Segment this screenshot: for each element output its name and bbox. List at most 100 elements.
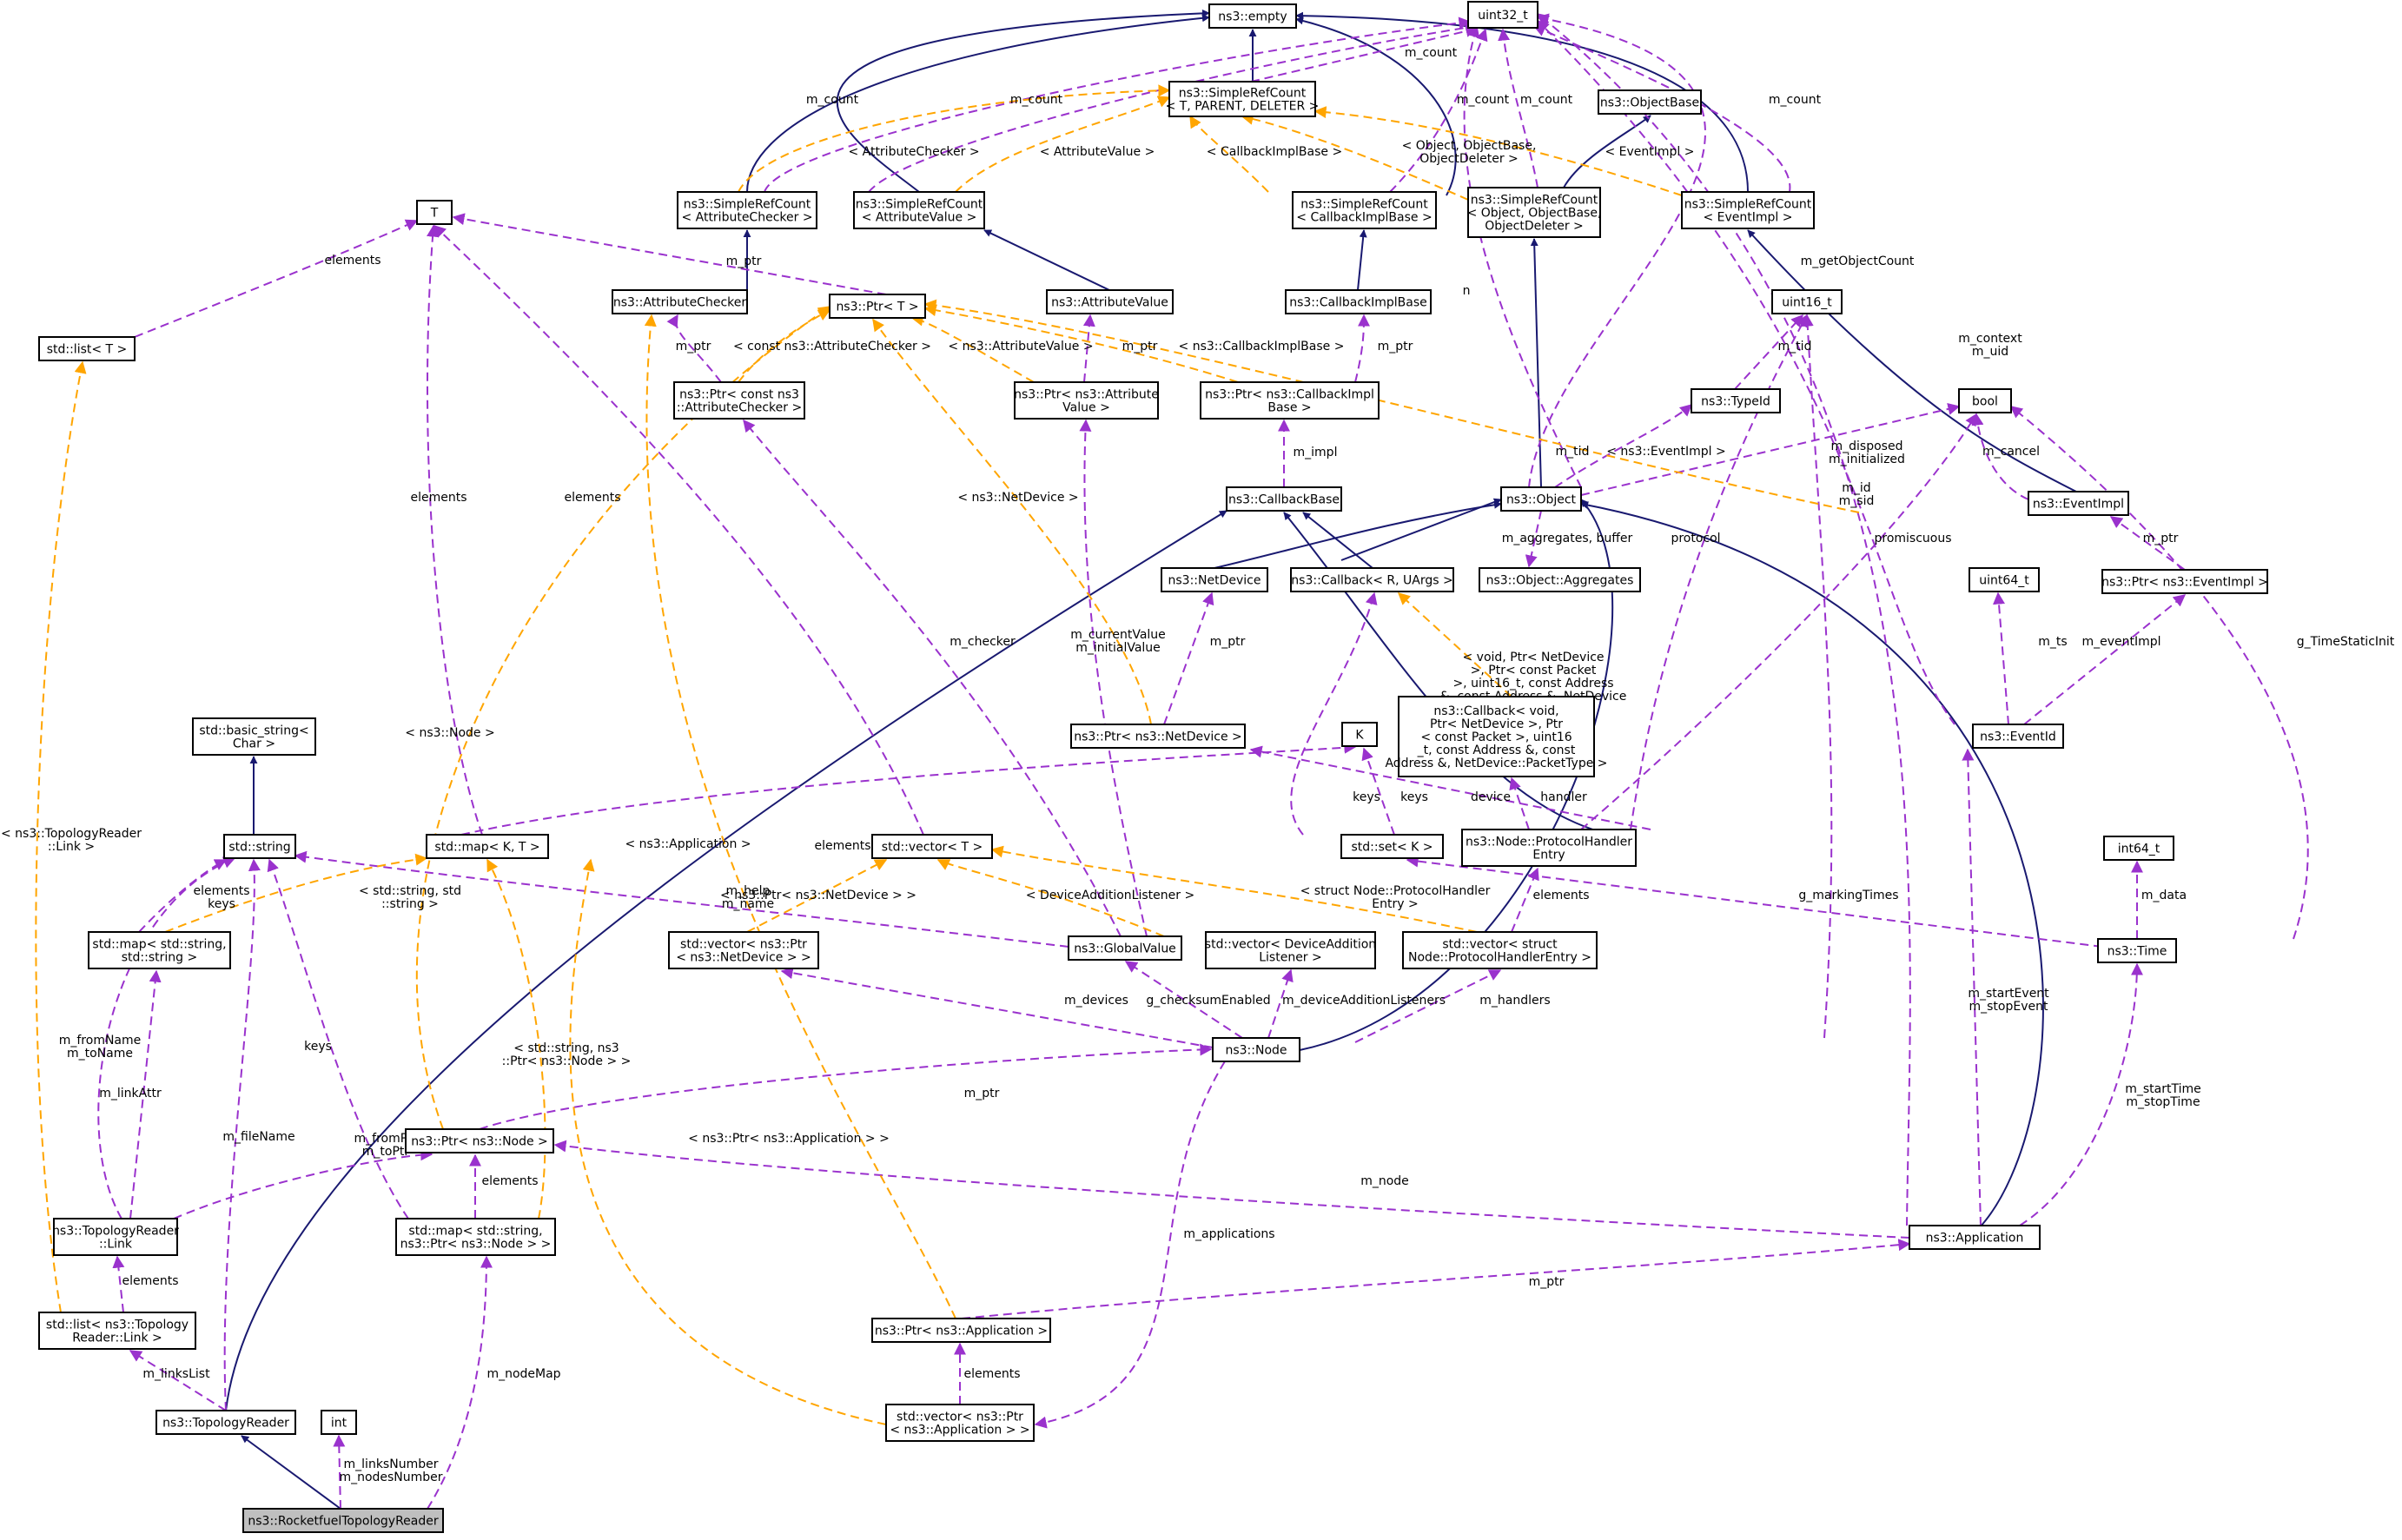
class-node-callback-ru[interactable]: ns3::Callback< R, UArgs > — [1290, 567, 1454, 592]
edge-label: m_ts — [2038, 635, 2067, 649]
class-node-map-snode[interactable]: std::map< std::string, ns3::Ptr< ns3::No… — [395, 1218, 556, 1256]
class-node-K[interactable]: K — [1341, 722, 1378, 747]
class-node-int64[interactable]: int64_t — [2103, 836, 2174, 861]
class-node-ptr-av[interactable]: ns3::Ptr< ns3::AttributeValue > — [1014, 381, 1159, 420]
class-node-globalvalue[interactable]: ns3::GlobalValue — [1068, 935, 1182, 961]
class-node-eventimpl[interactable]: ns3::EventImpl — [2028, 491, 2129, 516]
class-node-ptr-app[interactable]: ns3::Ptr< ns3::Application > — [871, 1318, 1051, 1343]
class-node-attrvalue[interactable]: ns3::AttributeValue — [1046, 289, 1174, 314]
usage-edge — [1361, 747, 1395, 836]
class-node-vec-ptr-nd[interactable]: std::vector< ns3::Ptr< ns3::NetDevice > … — [668, 931, 819, 969]
inheritance-edge — [241, 1435, 341, 1510]
class-node-label: T — [430, 207, 439, 221]
edge-label: g_TimeStaticInit — [2297, 635, 2395, 649]
class-node-list-link[interactable]: std::list< ns3::TopologyReader::Link > — [38, 1312, 196, 1350]
class-node-tr-link[interactable]: ns3::TopologyReader::Link — [52, 1218, 179, 1256]
usage-edge — [129, 1350, 227, 1411]
class-node-callbackbase[interactable]: ns3::CallbackBase — [1226, 486, 1342, 512]
inheritance-edge — [1295, 17, 1457, 196]
class-node-typeid[interactable]: ns3::TypeId — [1691, 388, 1781, 413]
class-node-object[interactable]: ns3::Object — [1500, 486, 1582, 512]
class-node-map-KT[interactable]: std::map< K, T > — [426, 834, 549, 859]
class-node-application[interactable]: ns3::Application — [1909, 1225, 2041, 1250]
class-node-callback-void[interactable]: ns3::Callback< void, Ptr< NetDevice >, P… — [1385, 696, 1608, 777]
edge-label-text: m_sid — [1839, 494, 1875, 508]
inheritance-edge — [1299, 499, 1614, 1051]
class-node-list-T[interactable]: std::list< T > — [38, 336, 136, 361]
class-node-stdstring[interactable]: std::string — [223, 834, 296, 859]
class-node-ptr-ac[interactable]: ns3::Ptr< const ns3::AttributeChecker > — [673, 381, 805, 420]
class-node-src-av[interactable]: ns3::SimpleRefCount< AttributeValue > — [853, 191, 985, 229]
class-node-label: ns3::Ptr< ns3::NetDevice > — [1074, 730, 1242, 744]
template-edge — [872, 318, 1152, 725]
class-node-ptr-nd[interactable]: ns3::Ptr< ns3::NetDevice > — [1070, 724, 1246, 749]
template-edge — [644, 314, 956, 1319]
edge-label: n — [1463, 284, 1471, 298]
usage-edge — [1163, 592, 1214, 725]
usage-edge — [134, 219, 419, 338]
class-node-vector-T[interactable]: std::vector< T > — [871, 834, 993, 859]
edge-label: < const ns3::AttributeChecker > — [733, 340, 931, 354]
class-node-eventid[interactable]: ns3::EventId — [1972, 724, 2064, 749]
usage-edge — [1525, 510, 1542, 568]
edge-label: < ns3::CallbackImplBase > — [1179, 340, 1345, 354]
edge-label-text: m_disposed — [1831, 440, 1903, 453]
class-node-vec-ptr-app[interactable]: std::vector< ns3::Ptr< ns3::Application … — [885, 1404, 1035, 1442]
edge-label: m_applications — [1183, 1227, 1274, 1241]
class-node-ptr-ev[interactable]: ns3::Ptr< ns3::EventImpl > — [2101, 569, 2268, 594]
class-node-label: ns3::SimpleRefCount — [1471, 194, 1598, 208]
class-node-aggregates[interactable]: ns3::Object::Aggregates — [1479, 567, 1641, 592]
edge-label: m_ptr — [2143, 532, 2179, 545]
class-node-node[interactable]: ns3::Node — [1212, 1037, 1300, 1062]
class-node-label: ns3::CallbackBase — [1228, 493, 1340, 507]
edge-label-text: m_count — [1457, 93, 1510, 107]
class-node-label: ns3::Ptr< T > — [836, 301, 918, 314]
class-node-src-obj[interactable]: ns3::SimpleRefCount< Object, ObjectBase,… — [1467, 187, 1602, 238]
edge-label-text: < ns3::Node > — [405, 726, 494, 740]
class-node-T[interactable]: T — [416, 200, 453, 225]
class-node-map-ss[interactable]: std::map< std::string, std::string > — [88, 931, 231, 969]
class-node-label: ns3::TopologyReader — [52, 1225, 179, 1239]
class-node-label: ns3::Ptr< ns3::CallbackImpl — [1205, 388, 1374, 402]
class-node-int[interactable]: int — [321, 1410, 357, 1435]
class-node-netdevice[interactable]: ns3::NetDevice — [1161, 567, 1268, 592]
class-node-objectbase[interactable]: ns3::ObjectBase — [1598, 89, 1702, 115]
class-node-vec-phe[interactable]: std::vector< struct Node::ProtocolHandle… — [1402, 931, 1598, 969]
edge-label-text: m_aggregates, buffer — [1502, 532, 1633, 545]
class-node-label: ns3::NetDevice — [1168, 574, 1261, 588]
class-node-attrchecker[interactable]: ns3::AttributeChecker — [612, 289, 748, 314]
usage-edge — [223, 858, 261, 1411]
class-node-time[interactable]: ns3::Time — [2097, 938, 2177, 963]
edge-label: m_fileName — [222, 1130, 294, 1144]
class-node-label: ns3::Ptr< ns3::Node > — [411, 1135, 548, 1149]
class-node-uint32[interactable]: uint32_t — [1467, 1, 1538, 29]
class-node-uint16[interactable]: uint16_t — [1771, 289, 1843, 314]
class-node-src-tpl[interactable]: ns3::SimpleRefCount< T, PARENT, DELETER … — [1166, 81, 1320, 117]
class-node-phe[interactable]: ns3::Node::ProtocolHandlerEntry — [1461, 829, 1637, 867]
template-edge — [910, 314, 1035, 383]
class-node-label: ns3::empty — [1218, 10, 1287, 24]
class-node-ptr-node[interactable]: ns3::Ptr< ns3::Node > — [405, 1128, 554, 1153]
class-node-src-ev[interactable]: ns3::SimpleRefCount< EventImpl > — [1681, 191, 1815, 229]
class-node-label: std::vector< struct — [1442, 938, 1558, 952]
class-node-cbimplbase[interactable]: ns3::CallbackImplBase — [1285, 289, 1432, 314]
class-node-ptr-cib[interactable]: ns3::Ptr< ns3::CallbackImplBase > — [1200, 381, 1380, 420]
edge-label-text: m_initialized — [1829, 453, 1905, 466]
class-node-set-K[interactable]: std::set< K > — [1340, 834, 1444, 859]
class-node-uint64[interactable]: uint64_t — [1969, 567, 2040, 592]
class-node-ptr-T[interactable]: ns3::Ptr< T > — [829, 294, 926, 319]
edge-label: m_getObjectCount — [1801, 254, 1915, 268]
edge-label-text: < ns3::Application > — [625, 837, 751, 851]
class-node-basicstring[interactable]: std::basic_string<Char > — [192, 717, 316, 756]
inheritance-edge — [225, 510, 1227, 1411]
class-node-src-ac[interactable]: ns3::SimpleRefCount< AttributeChecker > — [677, 191, 817, 229]
class-node-bool[interactable]: bool — [1958, 388, 2012, 413]
class-node-topologyreader[interactable]: ns3::TopologyReader — [156, 1410, 296, 1435]
usage-edge — [2109, 516, 2186, 571]
class-node-empty[interactable]: ns3::empty — [1208, 3, 1297, 29]
class-node-src-cib[interactable]: ns3::SimpleRefCount< CallbackImplBase > — [1292, 191, 1437, 229]
class-node-vec-dal[interactable]: std::vector< DeviceAdditionListener > — [1205, 931, 1376, 969]
class-node-label: K — [1355, 729, 1364, 743]
class-node-label: Entry — [1532, 849, 1565, 863]
